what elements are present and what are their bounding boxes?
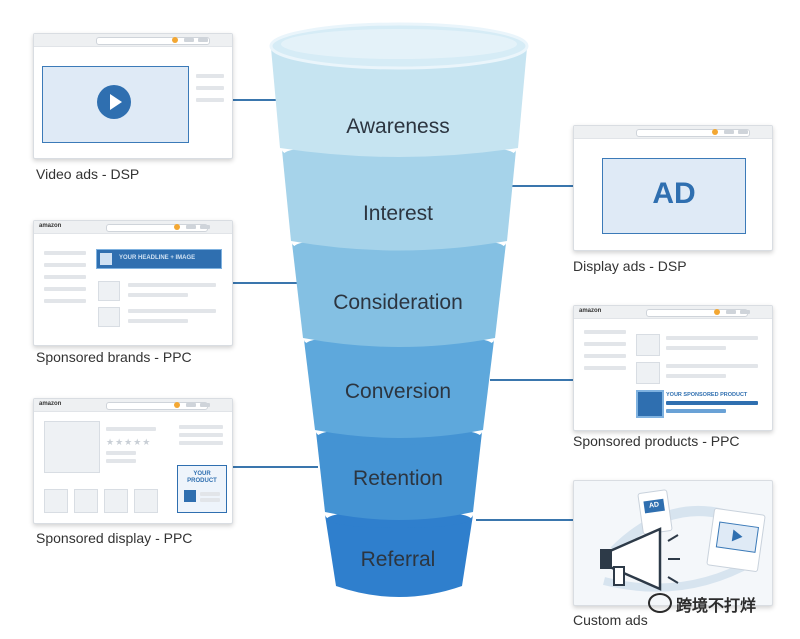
sponsored-products-preview: amazon YOUR SPONSORED PRODUCT xyxy=(573,305,773,431)
image-icon xyxy=(100,253,112,265)
funnel-segment-awareness xyxy=(271,48,527,157)
caption-sponsored-brands: Sponsored brands - PPC xyxy=(36,349,192,365)
funnel-segment-conversion xyxy=(304,340,494,438)
caption-sponsored-products: Sponsored products - PPC xyxy=(573,433,740,449)
custom-ads-preview: AD xyxy=(573,480,773,606)
caption-custom-ads: Custom ads xyxy=(573,612,648,628)
caption-sponsored-display: Sponsored display - PPC xyxy=(36,530,193,546)
star-rating: ★★★★★ xyxy=(106,437,152,447)
wechat-icon xyxy=(648,593,672,613)
product-image-placeholder xyxy=(44,421,100,473)
funnel-segment-referral xyxy=(325,515,473,597)
sponsored-brands-preview: amazon YOUR HEADLINE + IMAGE xyxy=(33,220,233,346)
funnel-segment-interest xyxy=(282,150,516,251)
headline-banner: YOUR HEADLINE + IMAGE xyxy=(96,249,222,269)
caption-display-ads: Display ads - DSP xyxy=(573,258,687,274)
video-ads-preview xyxy=(33,33,233,159)
amazon-logo: amazon xyxy=(39,401,62,407)
image-icon xyxy=(184,490,196,502)
funnel-segment-consideration xyxy=(292,243,506,347)
amazon-logo: amazon xyxy=(579,308,602,314)
sponsored-product-highlight xyxy=(636,390,664,418)
stage-label-interest: Interest xyxy=(362,202,434,225)
stage-label-consideration: Consideration xyxy=(333,291,463,314)
amazon-logo: amazon xyxy=(39,223,62,229)
watermark-text: 跨境不打烊 xyxy=(676,598,757,615)
play-icon xyxy=(97,85,131,119)
display-ad-banner: AD xyxy=(602,158,746,234)
display-ads-preview: AD xyxy=(573,125,773,251)
funnel-segment-retention xyxy=(316,432,482,520)
stage-label-conversion: Conversion xyxy=(344,380,452,403)
stage-label-referral: Referral xyxy=(360,548,436,571)
product-badge: YOUR PRODUCT xyxy=(177,465,227,513)
megaphone-icon xyxy=(600,527,680,591)
caption-video-ads: Video ads - DSP xyxy=(36,166,140,182)
sponsored-display-preview: amazon ★★★★★ YOUR PRODUCT xyxy=(33,398,233,524)
stage-label-awareness: Awareness xyxy=(346,115,450,138)
stage-label-retention: Retention xyxy=(353,467,443,490)
